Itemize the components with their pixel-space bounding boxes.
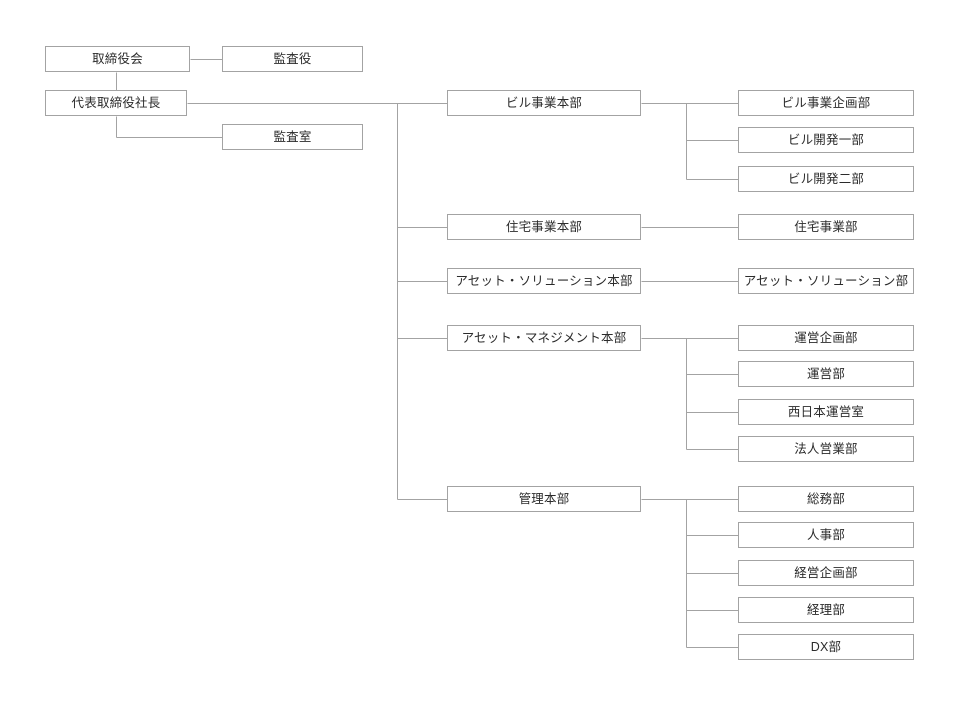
org-node-label: 取締役会 [92,51,143,66]
org-node-bldg-plan[interactable]: ビル事業企画部 [738,90,914,116]
org-node-label: 総務部 [806,491,846,506]
org-node-label: 法人営業部 [794,441,858,456]
org-node-auditor[interactable]: 監査役 [222,46,363,72]
org-node-president[interactable]: 代表取締役社長 [45,90,187,116]
org-node-label: 監査室 [273,129,312,144]
org-node-west-op[interactable]: 西日本運営室 [738,399,914,425]
org-node-board[interactable]: 取締役会 [45,46,190,72]
org-node-label: 住宅事業部 [794,219,858,234]
org-node-op-plan[interactable]: 運営企画部 [738,325,914,351]
org-node-dx[interactable]: DX部 [738,634,914,660]
org-node-label: 運営企画部 [794,330,858,345]
org-node-label: 経営企画部 [794,565,858,580]
org-node-label: アセット・ソリューション本部 [455,273,633,288]
org-node-hr[interactable]: 人事部 [738,522,914,548]
org-node-label: ビル開発一部 [787,132,865,147]
org-node-amgt-hq[interactable]: アセット・マネジメント本部 [447,325,641,351]
org-node-accounting[interactable]: 経理部 [738,597,914,623]
org-node-label: ビル事業本部 [505,95,583,110]
org-node-asol-hq[interactable]: アセット・ソリューション本部 [447,268,641,294]
org-node-label: 経理部 [806,602,846,617]
org-node-label: 西日本運営室 [787,404,865,419]
org-node-house-dept[interactable]: 住宅事業部 [738,214,914,240]
org-node-label: アセット・ソリューション部 [743,273,909,288]
org-node-label: ビル開発二部 [787,171,865,186]
org-node-label: 人事部 [806,527,846,542]
org-node-admin-hq[interactable]: 管理本部 [447,486,641,512]
org-node-label: 監査役 [273,51,312,66]
org-node-label: DX部 [810,639,842,654]
org-node-asol-dept[interactable]: アセット・ソリューション部 [738,268,914,294]
org-node-label: ビル事業企画部 [781,95,871,110]
org-node-bldg-dev1[interactable]: ビル開発一部 [738,127,914,153]
org-node-label: 住宅事業本部 [505,219,583,234]
org-node-bldg-hq[interactable]: ビル事業本部 [447,90,641,116]
org-node-label: 運営部 [806,366,846,381]
org-node-op-dept[interactable]: 運営部 [738,361,914,387]
org-node-bldg-dev2[interactable]: ビル開発二部 [738,166,914,192]
org-node-corp-plan[interactable]: 経営企画部 [738,560,914,586]
org-node-label: 管理本部 [518,491,570,506]
org-node-audit-off[interactable]: 監査室 [222,124,363,150]
org-node-corp-sales[interactable]: 法人営業部 [738,436,914,462]
org-node-label: 代表取締役社長 [71,95,161,110]
org-node-label: アセット・マネジメント本部 [461,330,627,345]
org-node-house-hq[interactable]: 住宅事業本部 [447,214,641,240]
org-node-general[interactable]: 総務部 [738,486,914,512]
